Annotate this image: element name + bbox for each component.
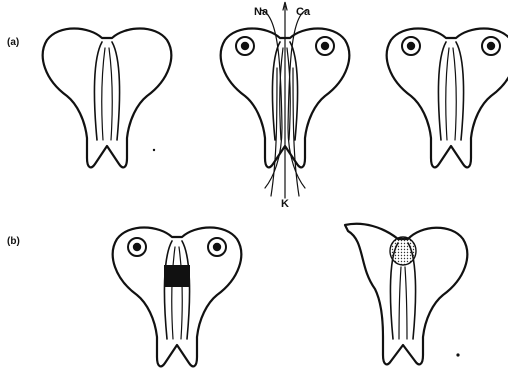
blocking-plug — [164, 265, 190, 287]
nucleus-icon — [316, 37, 334, 55]
sodium-label: Na — [254, 6, 269, 18]
speck — [153, 149, 155, 151]
panel-b-label: (b) — [7, 236, 20, 247]
panel-a-label: (a) — [7, 37, 19, 48]
dotted-region — [390, 237, 416, 265]
speck — [456, 353, 459, 356]
nucleus-icon — [208, 238, 226, 256]
stoma-closed — [43, 29, 172, 168]
nucleus-icon — [402, 37, 420, 55]
nucleus-icon — [128, 238, 146, 256]
calcium-label: Ca — [296, 6, 311, 18]
potassium-label: K — [281, 198, 289, 210]
stoma-blocked — [113, 228, 242, 367]
stoma-open — [387, 29, 508, 168]
nucleus-icon — [482, 37, 500, 55]
nucleus-icon — [236, 37, 254, 55]
stoma-dotted-region — [345, 224, 467, 365]
stoma-ion-flow — [221, 2, 350, 198]
